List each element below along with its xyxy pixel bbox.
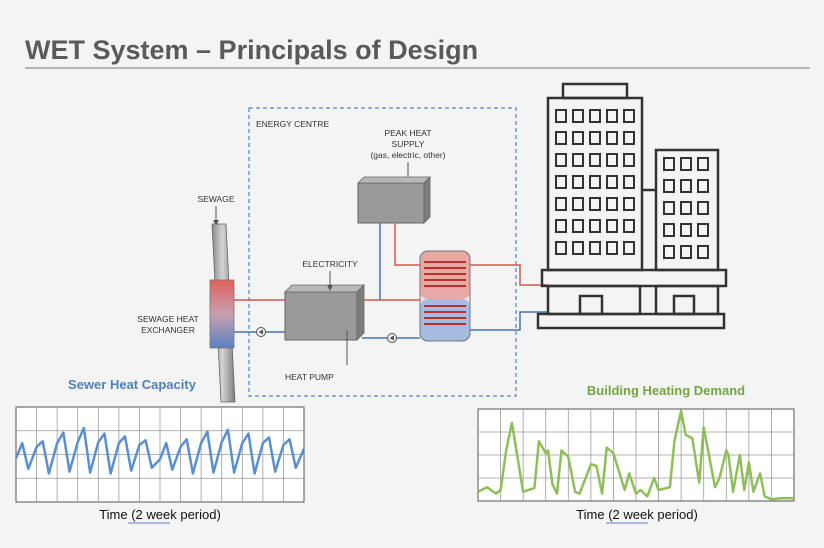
building-icon xyxy=(536,82,728,330)
building-window xyxy=(589,197,601,211)
pump-left-arrow xyxy=(258,329,263,335)
sewer-chart-title: Sewer Heat Capacity xyxy=(68,377,197,392)
building-window xyxy=(663,245,675,259)
exchanger-label-2: EXCHANGER xyxy=(141,325,195,335)
building-window xyxy=(606,241,618,255)
hot-pipe-building xyxy=(470,264,548,286)
electricity-label: ELECTRICITY xyxy=(302,259,358,269)
exchanger-label-1: SEWAGE HEAT xyxy=(137,314,198,324)
heating-chart-title: Building Heating Demand xyxy=(587,383,745,398)
energy-centre-label: ENERGY CENTRE xyxy=(256,119,329,129)
building-window xyxy=(555,219,567,233)
sewage-label: SEWAGE xyxy=(198,194,235,204)
heat-pump-box xyxy=(284,291,358,341)
building-window xyxy=(572,153,584,167)
tank-coil-lower xyxy=(424,305,466,325)
heating-chart-xlabel: Time (2 week period) xyxy=(576,507,698,522)
peak-heat-box xyxy=(357,182,425,224)
building-window xyxy=(697,223,709,237)
heating-demand-chart xyxy=(477,408,795,502)
building-window xyxy=(606,131,618,145)
building-window xyxy=(555,197,567,211)
pump-right-arrow xyxy=(389,335,394,341)
building-window xyxy=(572,197,584,211)
building-window xyxy=(663,201,675,215)
peak-heat-box-top xyxy=(357,176,431,184)
building-window xyxy=(606,197,618,211)
building-window xyxy=(623,175,635,189)
sewer-heat-chart xyxy=(14,406,306,503)
energy-centre-box xyxy=(248,107,517,397)
building-window xyxy=(589,153,601,167)
building-window xyxy=(697,157,709,171)
building-window xyxy=(623,219,635,233)
building-windows xyxy=(555,109,709,259)
building-window xyxy=(680,179,692,193)
building-window xyxy=(589,131,601,145)
building-window xyxy=(572,219,584,233)
building-window xyxy=(623,241,635,255)
sewer-chart-series-line xyxy=(14,426,306,475)
building-window xyxy=(589,109,601,123)
building-window xyxy=(606,109,618,123)
heat-pump-label: HEAT PUMP xyxy=(285,372,334,382)
building-window xyxy=(589,241,601,255)
page-title: WET System – Principals of Design xyxy=(25,35,478,65)
building-window xyxy=(572,175,584,189)
building-window xyxy=(680,157,692,171)
building-window xyxy=(606,219,618,233)
electricity-arrowhead xyxy=(327,285,333,291)
heat-pump-box-top xyxy=(284,284,365,293)
building-window xyxy=(555,175,567,189)
heat-pump-box-side xyxy=(356,284,365,341)
building-window xyxy=(663,157,675,171)
building-window xyxy=(572,109,584,123)
building-window xyxy=(623,153,635,167)
building-window xyxy=(697,201,709,215)
tank-coil-upper xyxy=(424,261,466,287)
building-window xyxy=(680,223,692,237)
building-window xyxy=(680,245,692,259)
building-window xyxy=(697,245,709,259)
peak-heat-label-3: (gas, electric, other) xyxy=(370,150,445,160)
peak-heat-label-1: PEAK HEAT xyxy=(384,128,431,138)
building-window xyxy=(606,153,618,167)
tank-outline xyxy=(419,250,471,342)
sewer-chart-xlabel: Time (2 week period) xyxy=(99,507,221,522)
storage-tank xyxy=(419,250,471,342)
sewage-heat-exchanger xyxy=(209,279,235,349)
building-window xyxy=(572,241,584,255)
sewage-arrowhead xyxy=(213,220,219,226)
building-window xyxy=(663,223,675,237)
building-window xyxy=(589,219,601,233)
heating-chart-series-line xyxy=(477,409,794,501)
peak-heat-box-side xyxy=(423,176,431,224)
building-window xyxy=(663,179,675,193)
building-window xyxy=(606,175,618,189)
peak-heat-label-2: SUPPLY xyxy=(392,139,425,149)
building-window xyxy=(572,131,584,145)
tank-cold-zone xyxy=(420,299,470,341)
building-window xyxy=(589,175,601,189)
cold-pipe-building xyxy=(470,311,548,331)
building-window xyxy=(555,109,567,123)
building-window xyxy=(555,131,567,145)
building-window xyxy=(555,153,567,167)
building-window xyxy=(697,179,709,193)
building-window xyxy=(623,109,635,123)
building-window xyxy=(623,131,635,145)
hot-pipe-peak xyxy=(394,223,420,266)
building-window xyxy=(555,241,567,255)
building-window xyxy=(623,197,635,211)
building-window xyxy=(680,201,692,215)
